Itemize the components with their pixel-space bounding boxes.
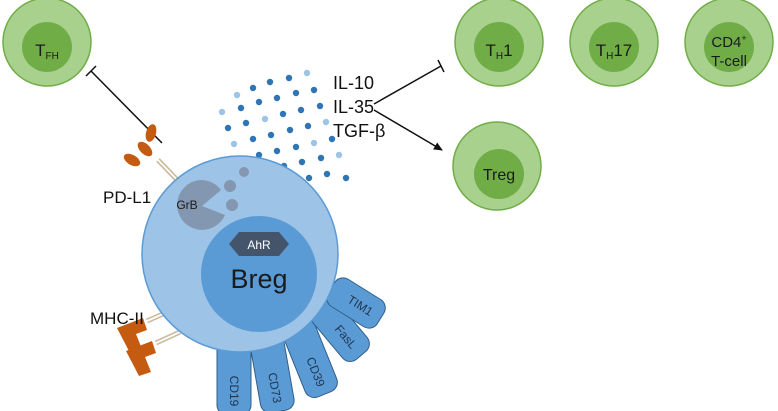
th1-cell-inner xyxy=(474,22,524,72)
treg-arrow xyxy=(373,109,443,151)
cd4-cell-inner xyxy=(704,22,754,72)
cytokine-dot xyxy=(255,151,263,159)
cytokine-dots xyxy=(218,69,350,182)
marker-cd39: CD39 xyxy=(282,317,338,399)
cytokine-dot xyxy=(292,89,300,97)
cytokine-dot xyxy=(342,174,350,182)
tfh-cell-inner xyxy=(22,22,72,72)
cytokine-dot xyxy=(249,135,257,143)
cytokine-dot xyxy=(297,106,305,114)
cytokine-dot xyxy=(286,126,294,134)
cytokine-il10: IL-10 xyxy=(333,73,374,93)
pdl1-receptor xyxy=(123,124,185,188)
cytokine-dot xyxy=(317,154,325,162)
marker-tim1: TIM1 xyxy=(326,277,386,329)
th1-cell: TH1 xyxy=(454,0,544,87)
th17-cell-inner xyxy=(589,22,639,72)
marker-fasl: FasL xyxy=(310,298,370,362)
cytokine-dot xyxy=(233,91,241,99)
cytokine-dot xyxy=(230,140,238,148)
cytokine-dot xyxy=(249,84,257,92)
granule xyxy=(224,180,236,192)
ahr-shape xyxy=(229,232,289,256)
cytokine-dot xyxy=(261,115,269,123)
cytokine-dot xyxy=(285,74,293,82)
breg-label: Breg xyxy=(230,264,287,294)
th17-label: TH17 xyxy=(596,41,633,62)
grb-shape xyxy=(177,179,225,230)
cytokine-dot xyxy=(279,110,287,118)
cytokine-dot xyxy=(273,94,281,102)
marker-label: CD19 xyxy=(227,376,241,407)
cytokine-dot xyxy=(292,143,300,151)
granule xyxy=(239,167,249,177)
cytokine-dot xyxy=(316,102,324,110)
cytokine-dot xyxy=(242,119,250,127)
cd4-label-line1: CD4+ xyxy=(711,33,746,51)
cytokine-dot xyxy=(266,78,274,86)
cytokine-il35: IL-35 xyxy=(333,97,374,117)
cytokine-dot xyxy=(310,139,318,147)
th17-cell: TH17 xyxy=(569,0,659,87)
cd4-label-line2: T-cell xyxy=(711,53,747,70)
cytokine-dot xyxy=(328,135,336,143)
breg-cell: Breg AhR GrB xyxy=(141,155,339,353)
cytokine-dot xyxy=(323,170,331,178)
th1-label: TH1 xyxy=(485,41,512,62)
th1-inhibition-line xyxy=(373,59,445,105)
mhcii-receptor xyxy=(117,307,182,376)
cytokine-dot xyxy=(304,122,312,130)
cytokine-dot xyxy=(303,69,311,77)
cytokine-dot xyxy=(267,131,275,139)
cytokine-dot xyxy=(335,151,343,159)
ahr-label: AhR xyxy=(247,238,271,252)
pdl1-label: PD-L1 xyxy=(103,188,151,207)
granule xyxy=(226,199,238,211)
mhcii-label: MHC-II xyxy=(90,309,144,328)
cytokine-dot xyxy=(273,147,281,155)
cytokine-dot xyxy=(322,118,330,126)
grb-label: GrB xyxy=(176,198,197,212)
cytokine-dot xyxy=(255,98,263,106)
tfh-cell: TFH xyxy=(2,0,92,87)
cytokine-dot xyxy=(237,104,245,112)
treg-cell: Treg xyxy=(452,121,542,211)
cytokine-dot xyxy=(224,124,232,132)
cytokine-dot xyxy=(310,86,318,94)
treg-label: Treg xyxy=(483,167,515,184)
marker-cd73: CD73 xyxy=(249,330,295,411)
cd4-tcell: CD4+ T-cell xyxy=(684,0,774,87)
marker-label: CD73 xyxy=(265,371,284,404)
cytokine-dot xyxy=(218,108,226,116)
cytokine-dot xyxy=(305,174,313,182)
cytokine-dot xyxy=(298,158,306,166)
treg-cell-inner xyxy=(474,149,524,199)
cytokine-tgfb: TGF-β xyxy=(333,121,385,141)
tfh-label: TFH xyxy=(35,41,59,62)
